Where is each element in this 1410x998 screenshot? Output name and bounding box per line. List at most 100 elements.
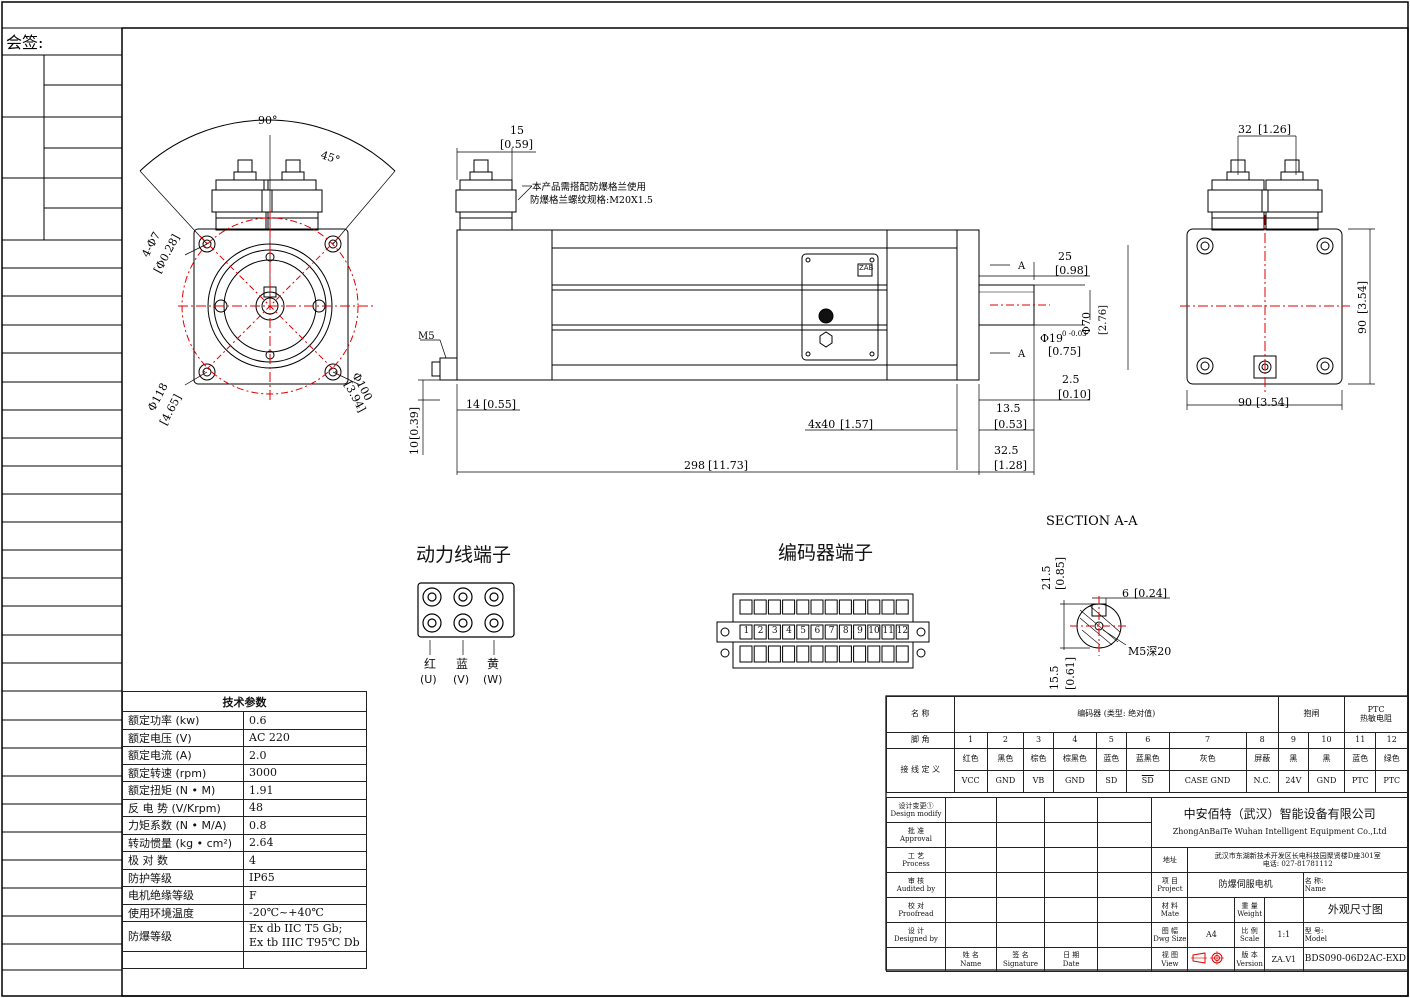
note-line-1: 本产品需搭配防爆格兰使用 [532,181,646,193]
pin-number: 3 [1022,732,1055,749]
section-a-top: A [1017,261,1026,272]
encoder-pin-bottom [796,645,810,663]
pin-name-label: 名 称 [886,696,955,733]
pin-definition: GND [986,770,1024,793]
encoder-pin-top [810,599,824,615]
dim-32-5: 32.5 [994,444,1019,457]
pin-number: 9 [1277,732,1309,749]
spec-row: 额定电压 (V)AC 220 [122,728,367,747]
pin-definition: VB [1022,770,1055,793]
encoder-pin-top [824,599,838,615]
m5-label: M5 [418,331,435,342]
dim-19: Φ19 [1040,332,1063,345]
pin-color: 屏蔽 [1245,748,1279,771]
spec-value: -20℃~+40℃ [243,903,367,922]
spec-row: 使用环境温度-20℃~+40℃ [122,903,367,922]
dim-90-inch: [3.54] [1256,396,1289,409]
pin-number: 11 [1344,732,1377,749]
pin-color: 黑 [1277,748,1309,771]
dim-70: Φ70 [1080,312,1093,335]
phone: 电话: 027-81781112 [1262,860,1333,868]
pin-definition: SD [1095,770,1127,793]
encoder-terminal [716,593,930,669]
spec-value: Ex db IIC T5 Gb;Ex tb IIIC T95℃ Db [243,921,367,952]
encoder-pin-cell [753,624,767,640]
dim-90: 90 [1238,396,1252,409]
dim-15-5-inch: [0.61] [1064,657,1077,690]
dim-14: 14 [466,398,480,411]
spec-value: IP65 [243,868,367,887]
pin-definition: PTC [1344,770,1377,793]
encoder-pin-label: 5 [800,626,807,636]
spec-title: 技术参数 [122,691,367,712]
encoder-pin-label: 1 [743,626,750,636]
encoder-pin-bottom [739,645,753,663]
pin-number: 4 [1053,732,1097,749]
dim-15: 15 [510,124,524,137]
dim-70-inch: [2.76] [1098,305,1109,335]
encoder-pin-cell [739,624,753,640]
dim-90v-inch: [3.54] [1356,281,1369,314]
spec-value: 2.64 [243,833,367,852]
encoder-pin-bottom [782,645,796,663]
encoder-pin-label: 12 [896,626,909,636]
spec-key: 额定转速 (rpm) [122,763,244,782]
dim-19-tol: 0 -0.03 [1062,330,1087,338]
spec-key: 反 电 势 (V/Krpm) [122,798,244,817]
encoder-pin-bottom [853,645,867,663]
dim-15-5: 15.5 [1048,666,1061,691]
pin-definition: GND [1053,770,1097,793]
dim-19-inch: [0.75] [1048,345,1081,358]
encoder-pin-bottom [895,645,909,663]
spec-value: 3000 [243,763,367,782]
drawing-name: 外观尺寸图 [1302,897,1409,923]
spec-key: 使用环境温度 [122,903,244,922]
pin-number: 8 [1245,732,1279,749]
spec-key: 转动惯量 (kg • cm²) [122,833,244,852]
dim-6-inch: [0.24] [1134,587,1167,600]
power-label-u: 红 [424,657,437,671]
encoder-pin-cell [853,624,867,640]
encoder-pin-top [867,599,881,615]
dim-10: 10 [408,441,421,455]
pin-color: 绿色 [1375,748,1408,771]
encoder-pin-top [796,599,810,615]
section-centerlines [1070,596,1128,656]
dim-10-inch: [0.39] [408,407,421,440]
encoder-pin-bottom [824,645,838,663]
back-view [1186,135,1375,410]
project-name: 防爆伺服电机 [1187,872,1304,898]
dim-32: 32 [1238,123,1252,136]
margin-grid [2,54,122,971]
angle-45-label: 45° [319,148,342,166]
encoder-pin-label: 2 [757,626,764,636]
encoder-pin-top [895,599,909,615]
spec-value: F [243,886,367,905]
front-connectors [211,159,323,231]
power-code-u: (U) [420,673,437,686]
front-view [139,119,396,386]
spec-key: 防护等级 [122,868,244,887]
encoder-type-label: 编码器 (类型: 绝对值) [953,696,1279,733]
power-code-v: (V) [453,673,470,686]
front-centerlines [178,210,375,400]
dim-2-5-inch: [0.10] [1058,388,1091,401]
power-label-w: 黄 [487,657,500,671]
power-code-w: (W) [483,673,503,686]
power-label-v: 蓝 [456,657,469,671]
spec-value: AC 220 [243,728,367,747]
spec-value: 0.6 [243,711,367,730]
spec-row: 额定电流 (A)2.0 [122,746,367,765]
encoder-pin-label: 11 [882,626,894,636]
encoder-pin-label: 10 [868,626,880,636]
spec-row: 额定转速 (rpm)3000 [122,763,367,782]
inner-border [121,27,1409,997]
pin-color: 蓝黑色 [1125,748,1170,771]
spec-value: 2.0 [243,746,367,765]
encoder-pin-label: 6 [814,626,821,636]
spec-key: 防爆等级 [122,921,244,952]
back-centerlines [1180,215,1350,392]
